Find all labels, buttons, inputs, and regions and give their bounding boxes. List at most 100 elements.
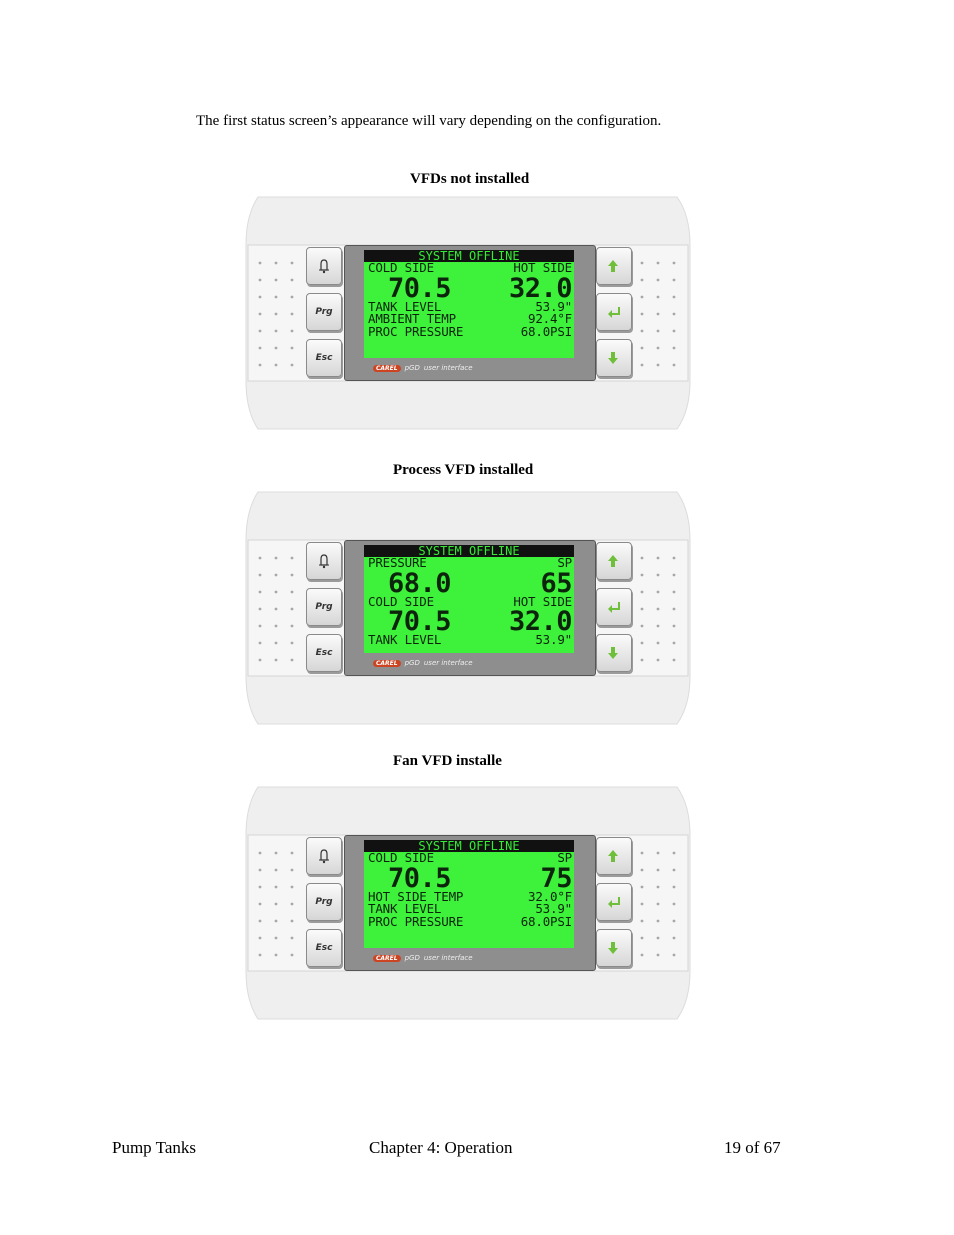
prg-button[interactable]: Prg — [306, 588, 342, 626]
lcd-line-label: PROC PRESSURE — [368, 323, 464, 339]
footer-left: Pump Tanks — [112, 1138, 196, 1157]
lcd-line-value: 53.9" — [535, 632, 572, 647]
prg-button[interactable]: Prg — [306, 293, 342, 331]
alarm-button[interactable] — [306, 837, 342, 875]
lcd-line-label: COLD SIDE — [368, 593, 434, 609]
lcd-line-label: AMBIENT TEMP — [368, 311, 456, 326]
lcd-line-label: TANK LEVEL — [368, 901, 442, 916]
carel-logo: CAREL — [373, 659, 401, 667]
lcd-line: COLD SIDE HOT SIDE — [364, 593, 574, 609]
lcd-line-label: TANK LEVEL — [368, 632, 442, 647]
enter-icon — [608, 307, 620, 318]
lcd-line-label: COLD SIDE — [368, 850, 434, 865]
brand-name: pGD — [404, 364, 420, 372]
prg-button[interactable]: Prg — [306, 883, 342, 921]
screen-title: SYSTEM OFFLINE — [364, 545, 574, 557]
down-arrow-icon — [608, 352, 618, 364]
brand-name: pGD — [404, 954, 420, 962]
caption-3: Fan VFD installe — [393, 753, 502, 769]
up-arrow-icon — [608, 850, 618, 862]
down-button[interactable] — [596, 634, 632, 672]
lcd-line-value: HOT SIDE — [513, 260, 572, 275]
screen-title: SYSTEM OFFLINE — [364, 840, 574, 852]
lcd-line: 70.5 32.0 — [364, 608, 574, 635]
esc-button[interactable]: Esc — [306, 339, 342, 377]
lcd-line-label: 70.5 — [388, 606, 452, 637]
lcd-line-value: 75 — [540, 862, 572, 894]
lcd-line-value: 68.0PSI — [520, 323, 572, 339]
up-button[interactable] — [596, 247, 632, 285]
enter-button[interactable] — [596, 883, 632, 921]
footer-center: Chapter 4: Operation — [369, 1138, 513, 1157]
lcd-line-value: SP — [557, 555, 572, 570]
lcd-line: COLD SIDE SP — [364, 850, 574, 865]
alarm-bell-icon — [319, 849, 329, 864]
enter-icon — [608, 602, 620, 613]
lcd-line-value: SP — [557, 850, 572, 865]
esc-button[interactable]: Esc — [306, 634, 342, 672]
lcd-line-label: PROC PRESSURE — [368, 913, 464, 929]
carel-logo: CAREL — [373, 954, 401, 962]
lcd-line: COLD SIDE HOT SIDE — [364, 260, 574, 275]
lcd-line-value: 68.0PSI — [520, 913, 572, 929]
up-button[interactable] — [596, 837, 632, 875]
lcd-line: PROC PRESSURE 68.0PSI — [364, 913, 574, 929]
enter-button[interactable] — [596, 588, 632, 626]
alarm-bell-icon — [319, 259, 329, 274]
lcd-line: AMBIENT TEMP 92.4°F — [364, 311, 574, 326]
lcd-line-label: TANK LEVEL — [368, 298, 442, 314]
lcd-line: TANK LEVEL 53.9" — [364, 298, 574, 314]
down-button[interactable] — [596, 339, 632, 377]
lcd-line-label: COLD SIDE — [368, 260, 434, 275]
up-arrow-icon — [608, 260, 618, 272]
esc-button[interactable]: Esc — [306, 929, 342, 967]
down-arrow-icon — [608, 942, 618, 954]
up-button[interactable] — [596, 542, 632, 580]
lcd-line: TANK LEVEL 53.9" — [364, 901, 574, 916]
lcd-line-label: 70.5 — [388, 862, 452, 894]
brand-suffix: user interface — [423, 364, 473, 372]
enter-icon — [608, 897, 620, 908]
footer-right: 19 of 67 — [724, 1138, 781, 1157]
lcd-line: TANK LEVEL 53.9" — [364, 632, 574, 647]
lcd-line-value: HOT SIDE — [513, 593, 572, 609]
brand-suffix: user interface — [423, 659, 473, 667]
caption-2: Process VFD installed — [393, 462, 534, 478]
brand-suffix: user interface — [423, 954, 473, 962]
lcd-line-value: 32.0 — [508, 606, 573, 637]
enter-button[interactable] — [596, 293, 632, 331]
down-button[interactable] — [596, 929, 632, 967]
intro-text: The first status screen’s appearance wil… — [196, 113, 662, 129]
up-arrow-icon — [608, 555, 618, 567]
alarm-bell-icon — [319, 554, 329, 569]
alarm-button[interactable] — [306, 247, 342, 285]
lcd-line-value: 53.9" — [535, 298, 572, 314]
caption-1: VFDs not installed — [410, 171, 530, 187]
lcd-line-label: 70.5 — [388, 272, 452, 304]
lcd-line-value: 92.4°F — [528, 311, 572, 326]
lcd-line-value: 53.9" — [535, 901, 572, 916]
screen-title: SYSTEM OFFLINE — [364, 250, 574, 262]
lcd-line-label: HOT SIDE TEMP — [368, 888, 464, 904]
lcd-line-label: 68.0 — [388, 567, 452, 599]
alarm-button[interactable] — [306, 542, 342, 580]
lcd-line: 68.0 65 — [364, 570, 574, 597]
lcd-line-value: 65 — [540, 567, 572, 599]
lcd-line: 70.5 75 — [364, 865, 574, 892]
down-arrow-icon — [608, 647, 618, 659]
